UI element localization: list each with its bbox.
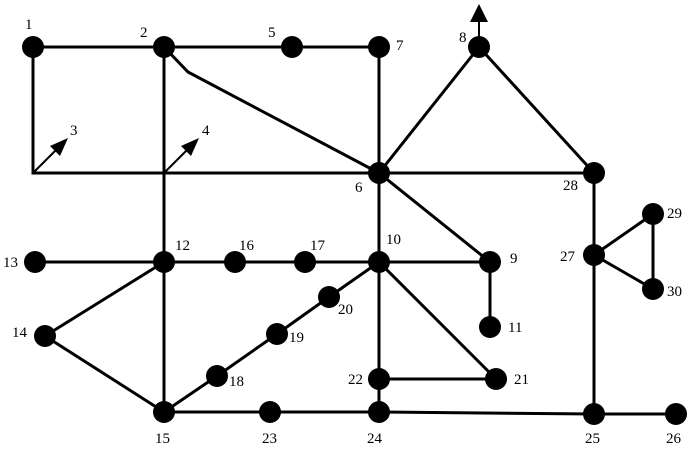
arrow-4-line (163, 147, 190, 174)
arrow-3-head (50, 138, 68, 156)
node-13 (24, 251, 46, 273)
node-label-10: 10 (386, 232, 401, 248)
node-6 (368, 162, 390, 184)
edge-1-left-loop (31, 45, 381, 175)
node-label-24: 24 (367, 431, 383, 447)
node-9 (479, 251, 501, 273)
node-5 (281, 36, 303, 58)
edge-14-15 (43, 334, 166, 414)
arrow-3: 3 (32, 123, 78, 174)
arrow-3-line (32, 147, 59, 174)
node-24 (368, 401, 390, 423)
node-29 (642, 203, 664, 225)
arrow-4: 4 (163, 123, 210, 174)
edge-27-29 (592, 212, 655, 257)
node-8 (468, 36, 490, 58)
node-label-1: 1 (25, 17, 33, 33)
node-group (22, 36, 687, 425)
edge-8-28 (477, 45, 596, 175)
edge-19-18 (215, 332, 279, 378)
node-label-12: 12 (175, 238, 190, 254)
node-16 (224, 251, 246, 273)
edge-2-6 (162, 45, 381, 175)
node-label-7: 7 (396, 38, 404, 54)
node-25 (583, 403, 605, 425)
arrow-4-label: 4 (202, 123, 210, 139)
node-11 (479, 316, 501, 338)
node-21 (485, 368, 507, 390)
node-12 (153, 251, 175, 273)
node-label-5: 5 (268, 25, 276, 41)
node-label-8: 8 (459, 30, 467, 46)
node-label-20: 20 (338, 302, 353, 318)
node-label-11: 11 (508, 320, 522, 336)
node-1 (22, 36, 44, 58)
node-22 (368, 368, 390, 390)
node-label-14: 14 (12, 325, 28, 341)
node-label-15: 15 (155, 431, 170, 447)
node-label-27: 27 (560, 249, 576, 265)
edge-6-8 (377, 45, 481, 175)
edge-12-14 (43, 260, 166, 338)
arrow-4-head (181, 138, 199, 156)
node-26 (665, 403, 687, 425)
arrow-8-head (470, 4, 488, 22)
node-label-26: 26 (666, 431, 682, 447)
node-label-2: 2 (140, 25, 148, 41)
edge-10-21 (377, 260, 498, 381)
node-7 (368, 36, 390, 58)
node-15 (153, 401, 175, 423)
node-2 (153, 36, 175, 58)
edge-24-25 (377, 410, 596, 416)
node-20 (318, 286, 340, 308)
node-19 (266, 323, 288, 345)
node-30 (642, 278, 664, 300)
node-label-28: 28 (563, 178, 578, 194)
node-14 (34, 325, 56, 347)
node-label-23: 23 (262, 431, 277, 447)
arrow-3-label: 3 (70, 123, 78, 139)
node-label-9: 9 (510, 251, 518, 267)
node-label-29: 29 (667, 206, 682, 222)
node-label-17: 17 (310, 238, 326, 254)
node-18 (206, 365, 228, 387)
node-label-16: 16 (239, 238, 255, 254)
node-label-6: 6 (355, 180, 363, 196)
node-label-30: 30 (667, 284, 682, 300)
node-label-21: 21 (514, 372, 529, 388)
node-label-25: 25 (585, 431, 600, 447)
node-label-13: 13 (3, 255, 18, 271)
node-label-18: 18 (229, 374, 244, 390)
node-28 (583, 162, 605, 184)
edge-group (31, 45, 678, 416)
node-label-19: 19 (289, 330, 304, 346)
node-10 (368, 251, 390, 273)
node-23 (259, 401, 281, 423)
edge-6-9 (377, 171, 492, 264)
node-17 (294, 251, 316, 273)
edge-30-27 (592, 253, 655, 291)
node-label-22: 22 (348, 372, 363, 388)
node-27 (583, 244, 605, 266)
